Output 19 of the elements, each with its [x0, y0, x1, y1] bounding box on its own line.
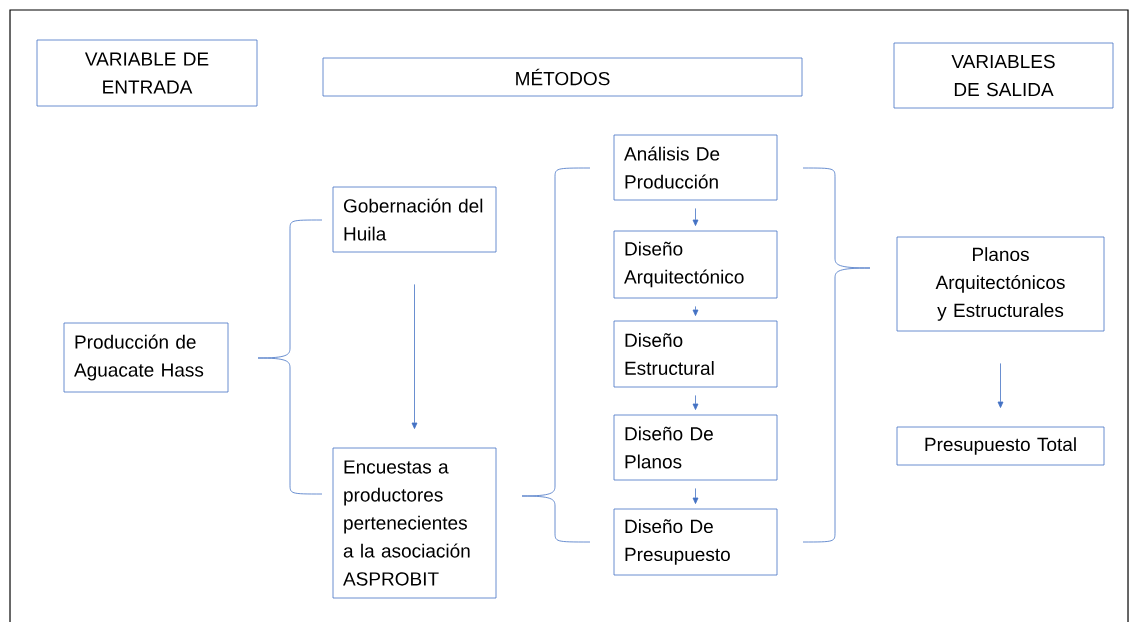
process-box: Diseño De Presupuesto [613, 508, 778, 576]
process-box: Diseño De Planos [613, 414, 778, 481]
process-box: Producción de Aguacate Hass [63, 322, 229, 393]
arrow [692, 208, 699, 226]
header-box: VARIABLES DE SALIDA [893, 42, 1114, 109]
process-box: Diseño Arquitectónico [613, 230, 778, 299]
process-box: Diseño Estructural [613, 320, 778, 388]
arrow [692, 488, 699, 504]
process-box: Presupuesto Total [896, 426, 1105, 466]
header-box: VARIABLE DE ENTRADA [36, 39, 258, 107]
process-box: Análisis De Producción [613, 134, 778, 201]
arrow [692, 395, 699, 410]
arrow [692, 306, 699, 316]
arrow [411, 284, 418, 429]
process-box: Gobernación del Huila [332, 186, 497, 253]
header-box: MÉTODOS [322, 57, 803, 97]
process-box: Planos Arquitectónicos y Estructurales [896, 236, 1105, 332]
arrow [997, 363, 1004, 408]
process-box: Encuestas a productores pertenecientes a la asociación ASPROBIT [332, 447, 497, 599]
